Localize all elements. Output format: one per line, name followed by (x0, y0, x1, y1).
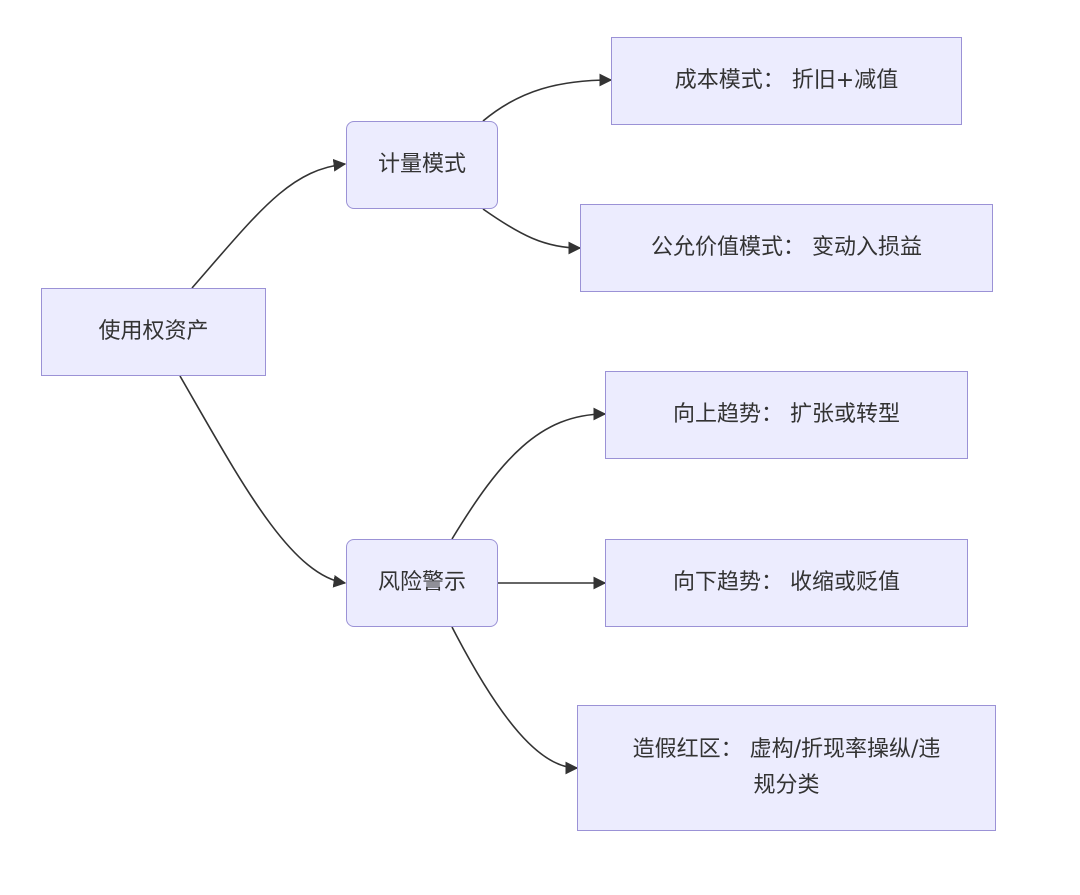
node-label: 风险警示 (377, 570, 466, 595)
node-label: 造假红区： 虚构/折现率操纵/违规分类 (632, 737, 941, 798)
node-cost-model: 成本模式： 折旧+减值 (611, 37, 962, 125)
edge-root-to-risk (179, 375, 347, 588)
node-fraud-red-zone: 造假红区： 虚构/折现率操纵/违规分类 (577, 705, 996, 831)
node-upward-trend: 向上趋势： 扩张或转型 (605, 371, 968, 459)
edge-risk-to-upward (451, 407, 607, 540)
node-label: 计量模式 (377, 152, 466, 177)
node-downward-trend: 向下趋势： 收缩或贬值 (605, 539, 968, 627)
edge-root-to-measurement (191, 158, 347, 289)
node-label: 向上趋势： 扩张或转型 (673, 402, 900, 427)
node-label: 公允价值模式： 变动入损益 (651, 235, 922, 260)
node-label: 使用权资产 (98, 319, 209, 344)
node-right-of-use-asset: 使用权资产 (41, 288, 266, 376)
node-fair-value-model: 公允价值模式： 变动入损益 (580, 204, 993, 292)
node-label: 向下趋势： 收缩或贬值 (673, 570, 900, 595)
edge-measurement-to-cost-model (482, 73, 613, 122)
node-measurement-model: 计量模式 (346, 121, 498, 209)
node-label: 成本模式： 折旧+减值 (674, 68, 899, 93)
edge-measurement-to-fair-value (482, 208, 582, 255)
edge-risk-to-fraud (451, 626, 579, 775)
node-risk-warning: 风险警示 (346, 539, 498, 627)
